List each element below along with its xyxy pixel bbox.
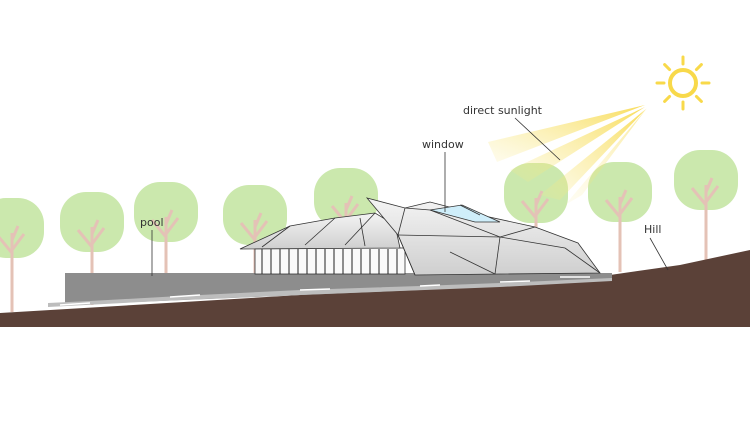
tree	[60, 192, 124, 305]
pool-wall	[48, 273, 612, 307]
sun-icon	[655, 55, 711, 111]
window-glass	[429, 204, 501, 223]
label-direct-sunlight: direct sunlight	[463, 104, 543, 117]
tree	[588, 162, 652, 272]
label-hill: Hill	[644, 223, 661, 236]
annotations	[151, 117, 669, 276]
tree	[134, 182, 198, 300]
tree	[0, 198, 44, 312]
right-shell	[365, 197, 601, 276]
sunbeams	[488, 105, 647, 205]
label-pool: pool	[140, 216, 164, 229]
glass-facade	[254, 247, 406, 275]
hill-ground	[0, 250, 750, 327]
left-roof	[239, 212, 401, 250]
label-window: window	[422, 138, 464, 151]
tree	[674, 150, 738, 262]
